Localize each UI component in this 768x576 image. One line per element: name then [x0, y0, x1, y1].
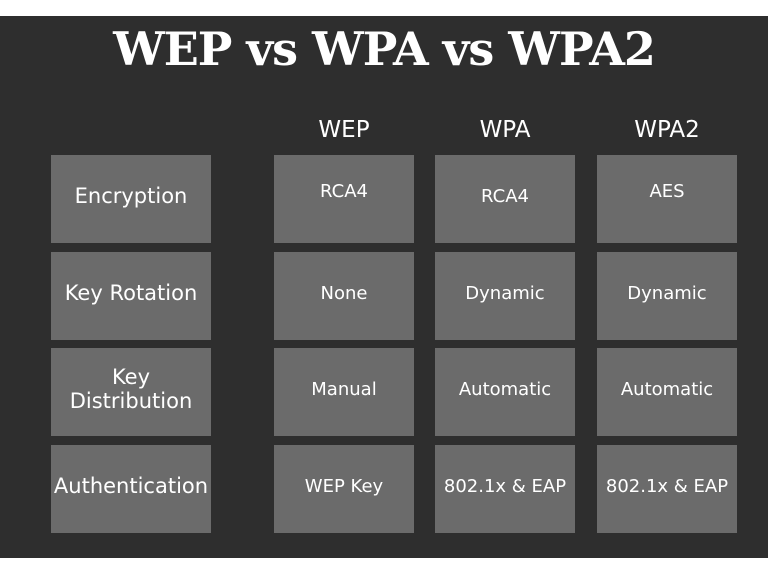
cell-encryption-wpa2: AES — [597, 155, 737, 243]
column-header-wep: WEP — [318, 117, 370, 143]
column-header-wpa: WPA — [479, 117, 531, 143]
cell-authentication-wpa: 802.1x & EAP — [435, 445, 575, 533]
row-label-key-rotation: Key Rotation — [51, 252, 211, 340]
cell-key-rotation-wpa: Dynamic — [435, 252, 575, 340]
column-header-wpa2: WPA2 — [634, 117, 700, 143]
cell-key-distribution-wep: Manual — [274, 348, 414, 436]
row-label-authentication: Authentication — [51, 445, 211, 533]
cell-key-rotation-wep: None — [274, 252, 414, 340]
cell-key-rotation-wpa2: Dynamic — [597, 252, 737, 340]
row-label-key-distribution: Key Distribution — [51, 348, 211, 436]
cell-authentication-wpa2: 802.1x & EAP — [597, 445, 737, 533]
page-title: WEP vs WPA vs WPA2 — [113, 22, 656, 76]
cell-encryption-wpa: RCA4 — [435, 155, 575, 243]
cell-authentication-wep: WEP Key — [274, 445, 414, 533]
row-label-encryption: Encryption — [51, 155, 211, 243]
cell-encryption-wep: RCA4 — [274, 155, 414, 243]
cell-key-distribution-wpa2: Automatic — [597, 348, 737, 436]
cell-key-distribution-wpa: Automatic — [435, 348, 575, 436]
